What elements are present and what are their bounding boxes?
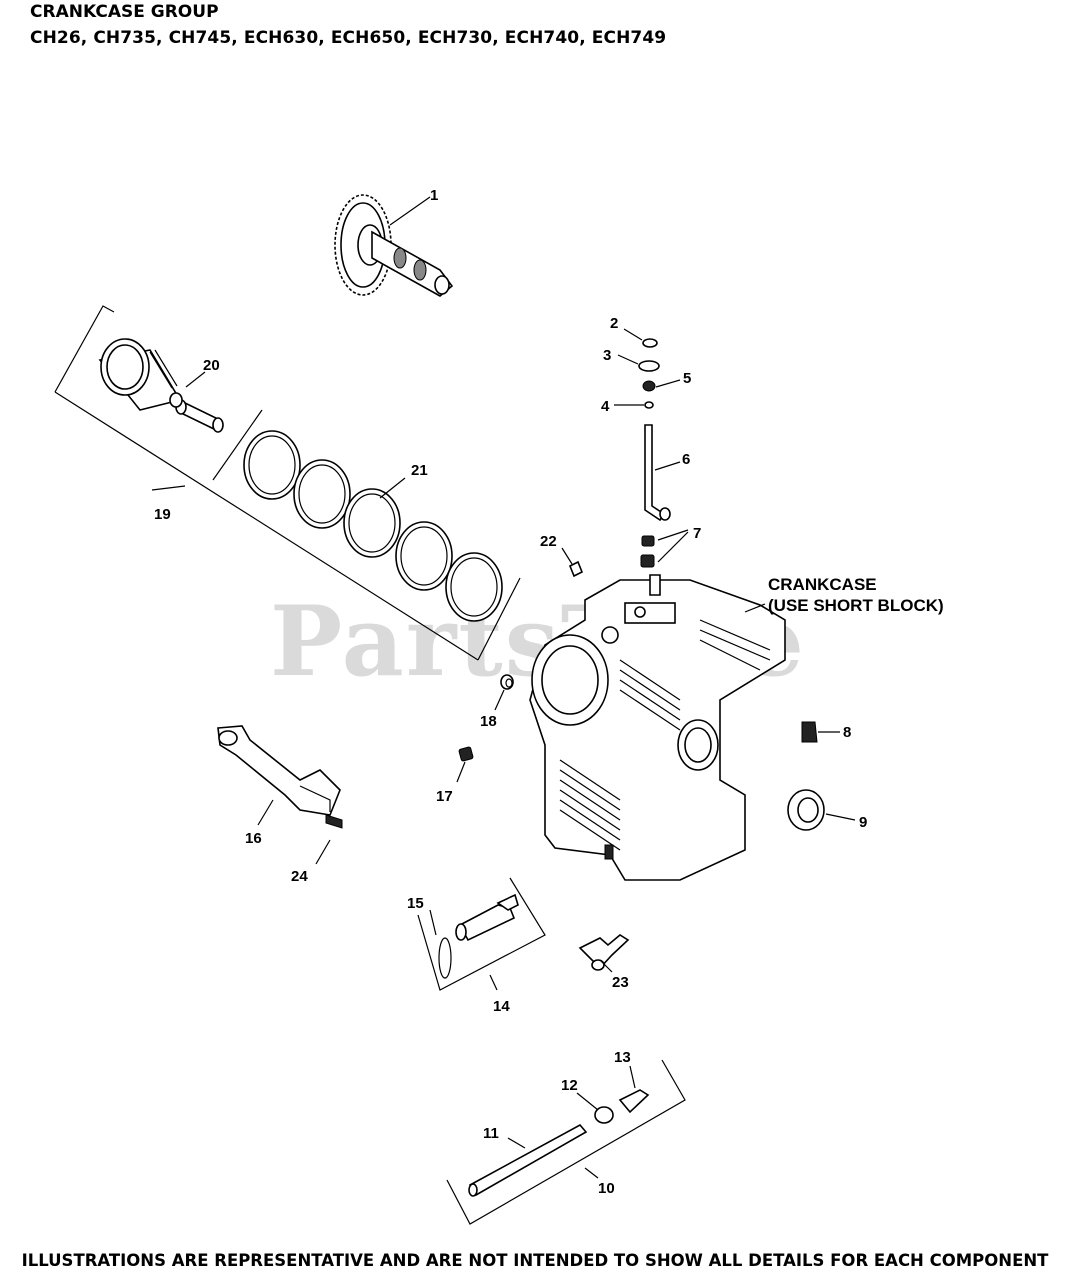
part-13-fitting[interactable] bbox=[618, 1089, 650, 1114]
part-crankcase[interactable] bbox=[529, 574, 786, 881]
piston-assembly-box bbox=[54, 305, 521, 661]
callout-19: 19 bbox=[154, 506, 171, 523]
crankcase-label: CRANKCASE bbox=[768, 575, 877, 594]
part-dipstick-tube[interactable] bbox=[644, 424, 671, 522]
part-piston[interactable] bbox=[98, 338, 182, 411]
callout-4: 4 bbox=[601, 398, 610, 415]
part-piston-pin[interactable] bbox=[175, 399, 224, 433]
model-list: CH26, CH735, CH745, ECH630, ECH650, ECH7… bbox=[30, 28, 667, 48]
callout-17: 17 bbox=[436, 788, 453, 805]
part-retainer[interactable] bbox=[169, 392, 183, 408]
part-24-bolt[interactable] bbox=[325, 814, 343, 829]
part-plugs[interactable] bbox=[640, 535, 655, 568]
part-15-clip[interactable] bbox=[438, 937, 452, 979]
disclaimer-footer: ILLUSTRATIONS ARE REPRESENTATIVE AND ARE… bbox=[21, 1251, 1049, 1270]
part-washers[interactable] bbox=[638, 338, 660, 409]
callout-12: 12 bbox=[561, 1077, 578, 1094]
page-title: CRANKCASE GROUP bbox=[30, 2, 219, 22]
crankcase-label-note: (USE SHORT BLOCK) bbox=[768, 596, 944, 615]
part-14-valve[interactable] bbox=[455, 893, 519, 942]
callout-16: 16 bbox=[245, 830, 262, 847]
callout-9: 9 bbox=[859, 814, 867, 831]
callout-1: 1 bbox=[430, 187, 438, 204]
callout-8: 8 bbox=[843, 724, 851, 741]
callout-20: 20 bbox=[203, 357, 220, 374]
callout-14: 14 bbox=[493, 998, 510, 1015]
part-17[interactable] bbox=[458, 746, 474, 762]
callout-22: 22 bbox=[540, 533, 557, 550]
callout-23: 23 bbox=[612, 974, 629, 991]
part-9-oil-seal[interactable] bbox=[787, 789, 825, 831]
part-18[interactable] bbox=[500, 674, 514, 690]
part-22[interactable] bbox=[568, 560, 584, 578]
callout-13: 13 bbox=[614, 1049, 631, 1066]
callout-10: 10 bbox=[598, 1180, 615, 1197]
part-11-tube[interactable] bbox=[468, 1123, 588, 1197]
callout-18: 18 bbox=[480, 713, 497, 730]
callout-3: 3 bbox=[603, 347, 611, 364]
callout-7: 7 bbox=[693, 525, 701, 542]
part-10-box bbox=[446, 1059, 686, 1225]
part-camshaft[interactable] bbox=[334, 194, 454, 297]
callout-24: 24 bbox=[291, 868, 308, 885]
callout-21: 21 bbox=[411, 462, 428, 479]
callout-6: 6 bbox=[682, 451, 690, 468]
callout-15: 15 bbox=[407, 895, 424, 912]
callout-11: 11 bbox=[483, 1125, 499, 1142]
part-14-box bbox=[417, 877, 546, 991]
part-connecting-rod[interactable] bbox=[217, 725, 341, 816]
part-23-fitting[interactable] bbox=[578, 934, 630, 971]
callout-2: 2 bbox=[610, 315, 618, 332]
part-piston-rings[interactable] bbox=[243, 430, 503, 622]
callout-labels: 1 2 3 4 5 6 7 8 9 10 11 12 13 14 15 16 1… bbox=[154, 187, 944, 1197]
part-12-clamp[interactable] bbox=[594, 1106, 614, 1124]
callout-5: 5 bbox=[683, 370, 691, 387]
part-8-plug[interactable] bbox=[801, 721, 818, 743]
